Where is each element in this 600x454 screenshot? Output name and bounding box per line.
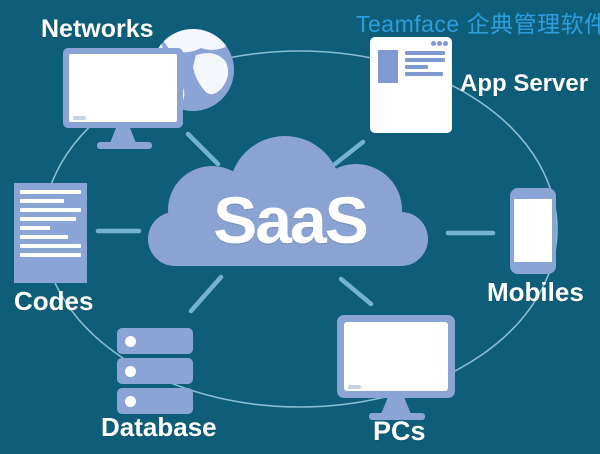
mobile-phone-icon — [510, 188, 556, 274]
connector-networks — [185, 131, 221, 167]
connector-database — [188, 274, 224, 314]
window-dot-icon — [431, 41, 436, 46]
code-line — [20, 226, 50, 230]
code-line — [20, 190, 81, 194]
connector-lines — [95, 131, 496, 314]
screen-nub — [348, 385, 361, 389]
code-line — [20, 199, 64, 203]
networks-monitor-stand — [110, 128, 136, 143]
database-unit — [117, 388, 193, 414]
window-text-line — [405, 51, 445, 55]
code-line — [20, 244, 81, 248]
pc-monitor-icon — [337, 315, 455, 398]
window-text-line — [405, 65, 428, 69]
code-line — [20, 217, 76, 221]
window-text-line — [405, 72, 443, 76]
teamface-watermark: Teamface 企典管理软件 — [356, 11, 600, 37]
phone-screen — [514, 199, 552, 262]
app-server-window-icon — [370, 37, 452, 133]
networks-label: Networks — [41, 15, 154, 43]
cloud-icon — [148, 136, 428, 266]
code-line — [20, 235, 68, 239]
database-server-icon — [117, 328, 193, 414]
screen-nub — [73, 116, 86, 120]
database-unit — [117, 328, 193, 354]
codes-document-icon — [14, 183, 87, 283]
led-indicator — [125, 336, 136, 347]
database-label: Database — [101, 412, 217, 442]
led-indicator — [125, 366, 136, 377]
monitor-screen — [344, 322, 448, 391]
monitor-screen — [69, 54, 177, 122]
pcs-label: PCs — [373, 416, 426, 446]
code-line — [20, 253, 81, 257]
codes-label: Codes — [14, 286, 94, 316]
connector-app-server — [332, 139, 366, 167]
window-image-placeholder — [378, 50, 398, 83]
code-line — [20, 208, 81, 212]
window-dot-icon — [443, 41, 448, 46]
window-text-line — [405, 58, 445, 62]
app-server-label: App Server — [460, 70, 589, 97]
mobiles-label: Mobiles — [487, 277, 584, 307]
networks-monitor-base — [97, 142, 152, 149]
window-dot-icon — [437, 41, 442, 46]
pc-monitor-base — [369, 413, 425, 420]
database-unit — [117, 358, 193, 384]
networks-monitor-icon — [63, 48, 183, 128]
connector-pcs — [338, 276, 374, 307]
pc-monitor-stand — [381, 397, 411, 414]
saas-cloud-label: SaaS — [213, 183, 368, 257]
led-indicator — [125, 396, 136, 407]
